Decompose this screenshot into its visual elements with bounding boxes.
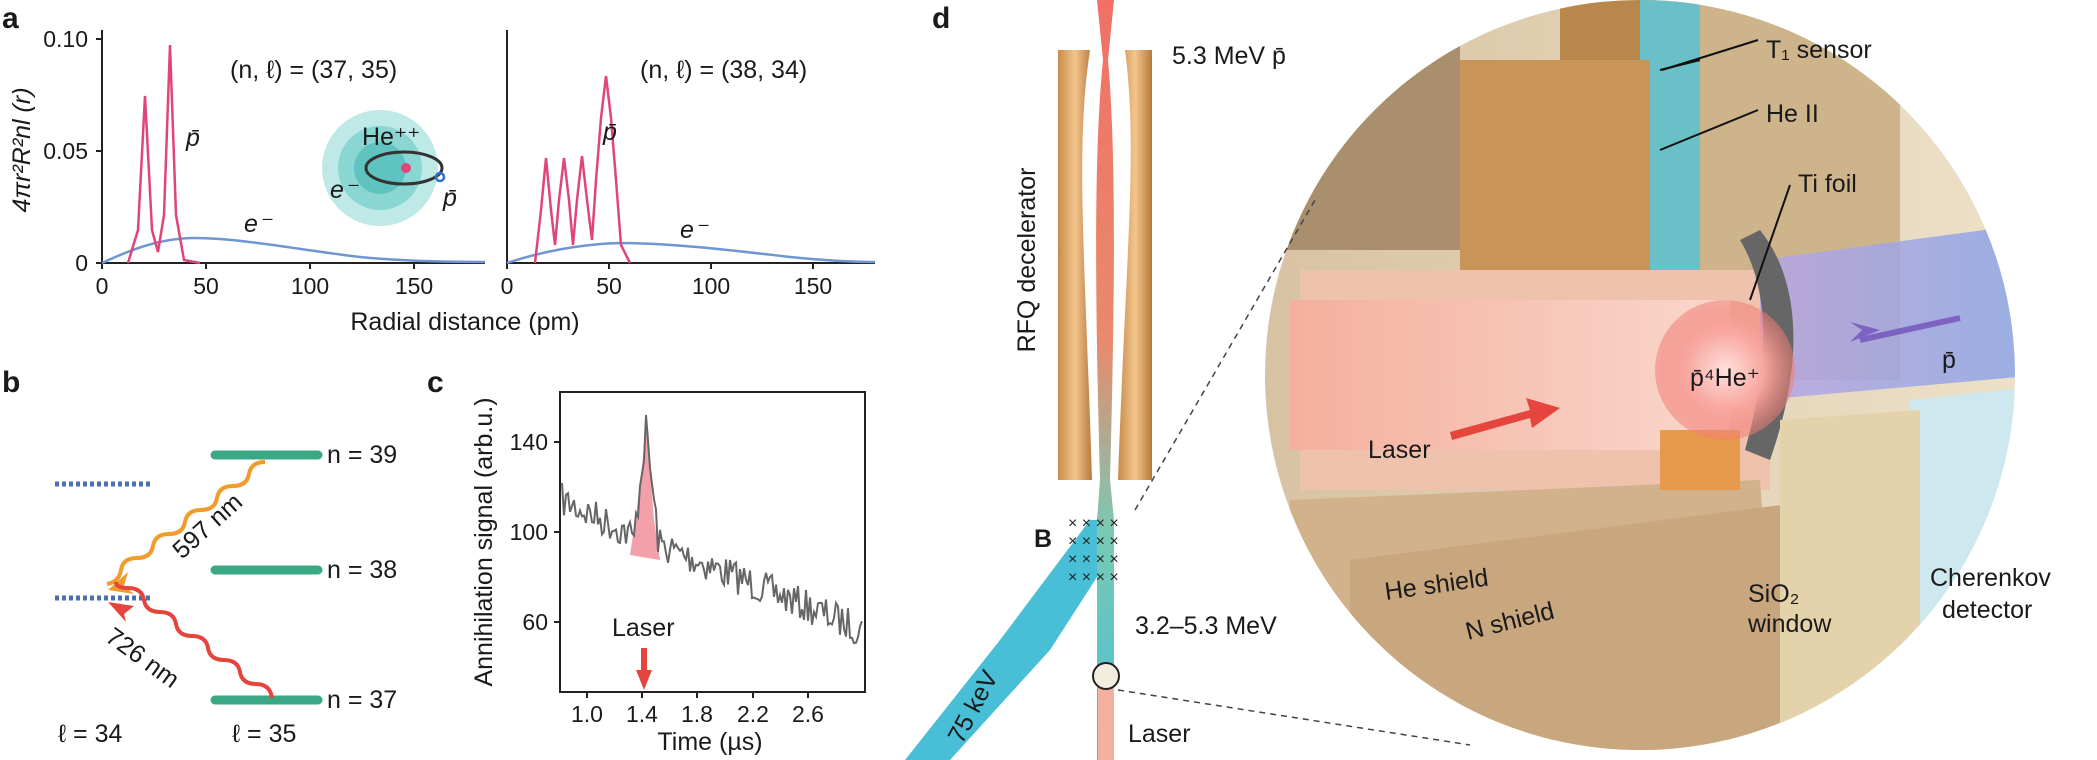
a-left-state: (n, ℓ) = (37, 35)	[230, 56, 397, 84]
a-xtick-0: 0	[96, 273, 109, 299]
laser-beam-bottom	[1098, 670, 1114, 760]
a-ytick-010: 0.10	[43, 26, 88, 52]
a-ylabel: 4πr²R²nl (r)	[8, 87, 36, 212]
d-window-line2: window	[1747, 610, 1832, 638]
d-field-label: B	[1034, 525, 1052, 553]
atom-inset	[322, 110, 446, 226]
pbar-beam	[1096, 0, 1114, 760]
d-top-beam: 5.3 MeV p̄	[1172, 42, 1286, 70]
svg-text:× × × ×: × × × ×	[1068, 551, 1119, 568]
arrow-726	[108, 602, 134, 622]
c-xtick-26: 2.6	[792, 701, 824, 727]
annihilation-trace	[561, 414, 863, 645]
laser-spot	[1092, 662, 1120, 690]
panel-d-label: d	[932, 2, 950, 35]
electron-curve-left	[101, 236, 486, 265]
antiproton-curve-left	[126, 44, 201, 265]
c-ytick-140: 140	[510, 429, 548, 455]
d-laser-inside: Laser	[1368, 436, 1431, 464]
svg-text:× × × ×: × × × ×	[1068, 569, 1119, 586]
laser-peak-fill	[630, 420, 660, 560]
a2-xtick-150: 150	[794, 273, 832, 299]
c-ytick-100: 100	[510, 519, 548, 545]
a-xtick-100: 100	[291, 273, 329, 299]
magnetic-field-crosses: × × × ×× × × × × × × ×× × × ×	[1068, 515, 1119, 586]
c-xtick-14: 1.4	[626, 701, 658, 727]
electron-curve-right	[506, 241, 876, 265]
panel-a-right-plot	[506, 30, 876, 269]
d-he2: He II	[1766, 100, 1819, 128]
level-label-37: n = 37	[327, 686, 397, 714]
l-label-35: ℓ = 35	[232, 720, 296, 748]
d-pbar: p̄	[1942, 346, 1956, 374]
d-foil: Ti foil	[1798, 170, 1857, 198]
a-right-electron: e⁻	[680, 216, 709, 244]
d-rfq-label: RFQ decelerator	[1013, 168, 1041, 353]
a-ytick-0: 0	[75, 250, 88, 276]
a-ytick-005: 0.05	[43, 138, 88, 164]
c-xlabel: Time (µs)	[657, 728, 762, 756]
wavelength-597: 597 nm	[167, 488, 248, 565]
svg-text:× × × ×: × × × ×	[1068, 533, 1119, 550]
d-detector-line1: Cherenkov	[1930, 564, 2051, 592]
rfq-right-vane	[1118, 50, 1152, 480]
laser-inside-arrow	[1450, 398, 1560, 440]
level-label-39: n = 39	[327, 441, 397, 469]
panel-c-label: c	[427, 366, 444, 399]
a2-xtick-100: 100	[692, 273, 730, 299]
d-window-line1: SiO₂	[1748, 580, 1799, 608]
c-xtick-10: 1.0	[571, 701, 603, 727]
svg-text:× × × ×: × × × ×	[1068, 515, 1119, 532]
panel-a-label: a	[2, 2, 19, 35]
c-ylabel: Annihilation signal (arb.u.)	[470, 397, 498, 686]
panel-c-plot	[554, 391, 866, 698]
wave-597	[106, 460, 266, 586]
pointer-lines	[1117, 39, 1791, 746]
inset-electron: e⁻	[330, 176, 359, 204]
c-ytick-60: 60	[522, 609, 548, 635]
l-label-34: ℓ = 34	[58, 720, 122, 748]
d-sensor: T₁ sensor	[1766, 36, 1872, 64]
panel-b-label: b	[2, 366, 20, 399]
c-laser-annotation: Laser	[612, 614, 675, 642]
d-laser-bottom: Laser	[1128, 720, 1191, 748]
inset-nucleus: He⁺⁺	[362, 123, 420, 151]
d-atom: p̄⁴He⁺	[1690, 364, 1760, 392]
apparatus-cutaway	[1265, 0, 2015, 750]
inset-pbar: p̄	[442, 184, 457, 212]
d-detector-line2: detector	[1942, 596, 2032, 624]
a2-xtick-0: 0	[501, 273, 514, 299]
level-label-38: n = 38	[327, 556, 397, 584]
atom-cloud	[1655, 300, 1795, 440]
a-xlabel: Radial distance (pm)	[350, 308, 579, 336]
panel-a-left-plot	[96, 30, 486, 269]
a-right-pbar: p̄	[602, 118, 617, 146]
rfq-assembly	[905, 0, 1152, 760]
a-right-state: (n, ℓ) = (38, 34)	[640, 56, 807, 84]
pbar-arrow	[1850, 322, 1880, 342]
wavelength-726: 726 nm	[100, 622, 184, 694]
d-energy-range: 3.2–5.3 MeV	[1135, 612, 1277, 640]
energy-level-diagram	[55, 450, 323, 705]
a2-xtick-50: 50	[596, 273, 622, 299]
c-xtick-18: 1.8	[681, 701, 713, 727]
c-xtick-22: 2.2	[737, 701, 769, 727]
wave-726	[114, 581, 274, 699]
a-left-pbar: p̄	[185, 124, 200, 152]
a-xtick-50: 50	[193, 273, 219, 299]
rfq-left-vane	[1058, 50, 1092, 480]
antiproton-curve-right	[533, 75, 632, 264]
a-left-electron: e⁻	[244, 210, 273, 238]
beam-75kev	[905, 520, 1112, 760]
a-xtick-150: 150	[395, 273, 433, 299]
arrow-597	[108, 572, 134, 594]
laser-marker-arrow	[636, 648, 652, 690]
